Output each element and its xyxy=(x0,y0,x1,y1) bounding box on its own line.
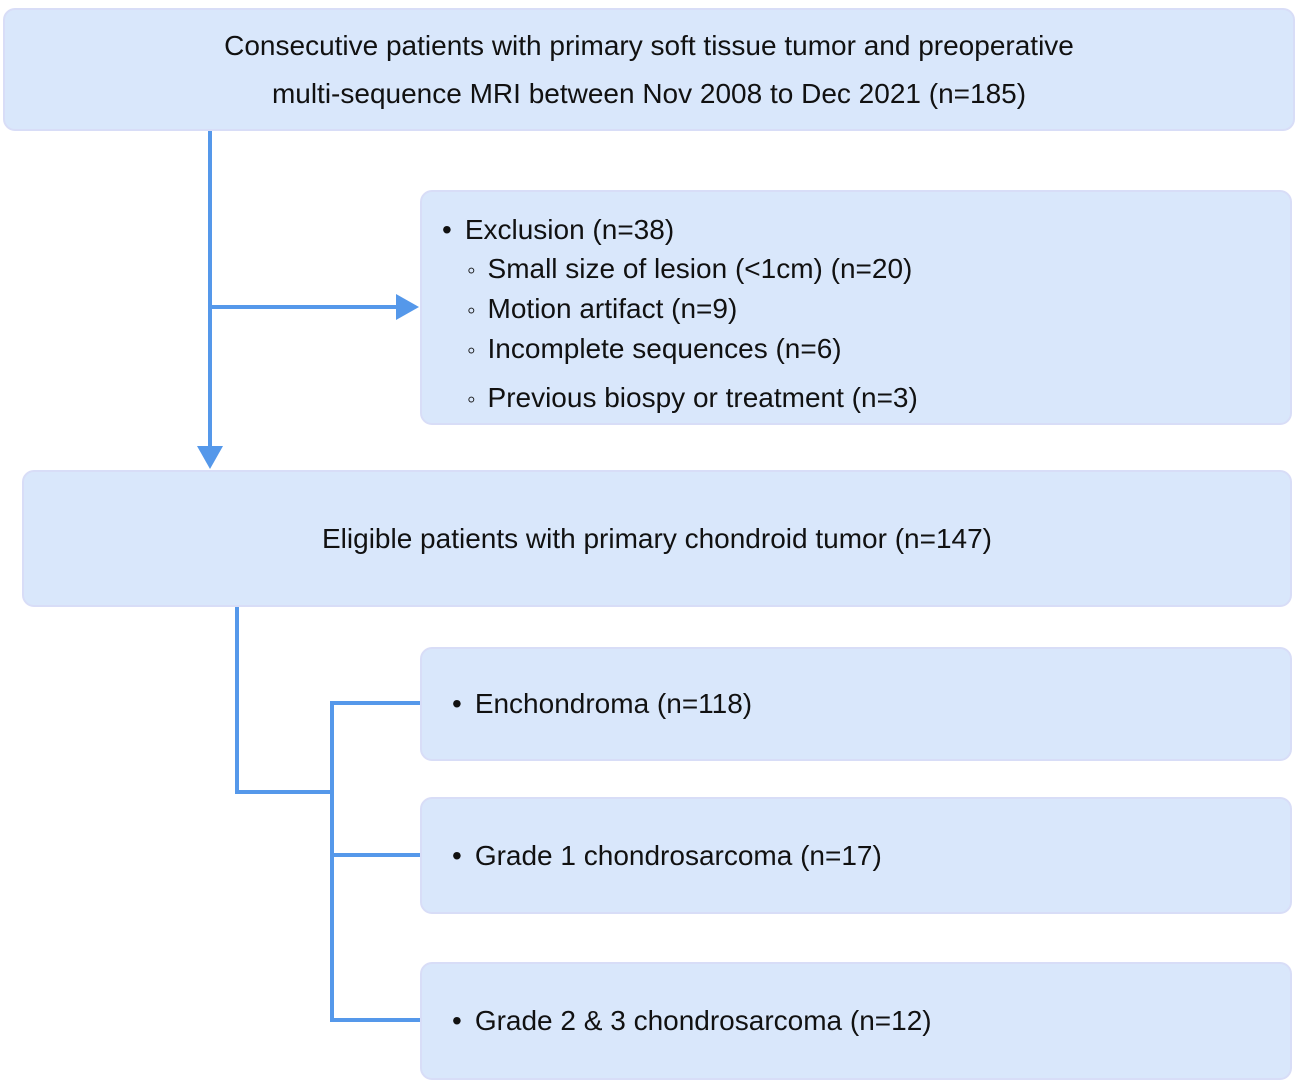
exclusion-item: ◦ Incomplete sequences (n=6) xyxy=(422,330,1290,370)
circle-bullet-icon: ◦ xyxy=(467,337,476,364)
outcome-label-grade1: Grade 1 chondrosarcoma (n=17) xyxy=(474,839,882,871)
eligible-box: Eligible patients with primary chondroid… xyxy=(22,470,1292,607)
elbow-eligible-to-spine xyxy=(235,607,332,794)
exclusion-item-label: Previous biospy or treatment (n=3) xyxy=(487,382,918,413)
exclusion-item-label: Incomplete sequences (n=6) xyxy=(487,333,842,364)
arrow-down-icon xyxy=(197,446,223,469)
outcome-label-grade23: Grade 2 & 3 chondrosarcoma (n=12) xyxy=(474,1005,932,1036)
exclusion-title-row: • Exclusion (n=38) xyxy=(422,210,1290,250)
exclusion-box: • Exclusion (n=38) ◦ Small size of lesio… xyxy=(420,190,1292,425)
exclusion-item-label: Small size of lesion (<1cm) (n=20) xyxy=(487,253,913,284)
circle-bullet-icon: ◦ xyxy=(467,297,476,324)
outcome-box-grade23: • Grade 2 & 3 chondrosarcoma (n=12) xyxy=(420,962,1292,1080)
bullet-icon: • xyxy=(452,688,462,719)
exclusion-title: Exclusion (n=38) xyxy=(464,214,675,245)
outcome-label-enchondroma: Enchondroma (n=118) xyxy=(474,688,753,719)
exclusion-item: ◦ Previous biospy or treatment (n=3) xyxy=(422,379,1290,419)
arrow-right-icon xyxy=(396,294,419,320)
circle-bullet-icon: ◦ xyxy=(467,386,476,413)
eligible-box-label: Eligible patients with primary chondroid… xyxy=(322,522,992,554)
top-box-line2: multi-sequence MRI between Nov 2008 to D… xyxy=(271,77,1027,109)
top-box: Consecutive patients with primary soft t… xyxy=(3,8,1295,131)
exclusion-item-label: Motion artifact (n=9) xyxy=(487,293,738,324)
exclusion-item: ◦ Small size of lesion (<1cm) (n=20) xyxy=(422,250,1290,290)
outcome-box-enchondroma: • Enchondroma (n=118) xyxy=(420,647,1292,761)
bullet-icon: • xyxy=(442,214,452,245)
bullet-icon: • xyxy=(452,839,462,871)
exclusion-item: ◦ Motion artifact (n=9) xyxy=(422,290,1290,330)
top-box-line1: Consecutive patients with primary soft t… xyxy=(224,29,1074,61)
circle-bullet-icon: ◦ xyxy=(467,257,476,284)
bullet-icon: • xyxy=(452,1005,462,1036)
outcome-box-grade1: • Grade 1 chondrosarcoma (n=17) xyxy=(420,797,1292,914)
